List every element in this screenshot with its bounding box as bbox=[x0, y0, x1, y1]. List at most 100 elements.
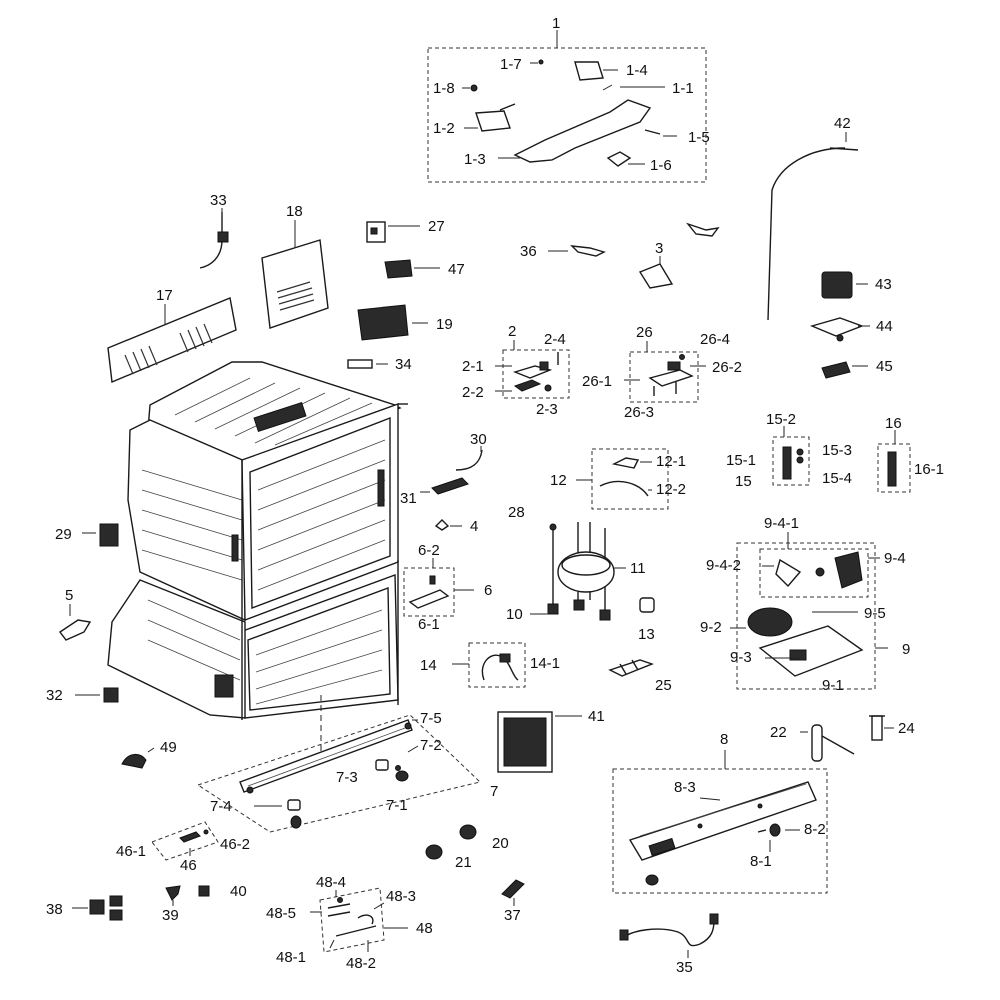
label-10: 10 bbox=[506, 606, 523, 623]
label-34: 34 bbox=[395, 356, 412, 373]
part-32 bbox=[103, 687, 119, 703]
label-7-1: 7-1 bbox=[386, 797, 408, 814]
label-26-2: 26-2 bbox=[712, 359, 742, 376]
label-9-1: 9-1 bbox=[822, 677, 844, 694]
group-1-box bbox=[427, 47, 707, 183]
part-34 bbox=[347, 359, 373, 369]
part-26-assembly bbox=[648, 354, 694, 396]
label-12-1: 12-1 bbox=[656, 453, 686, 470]
group-48-box bbox=[319, 887, 385, 953]
label-8-3: 8-3 bbox=[674, 779, 696, 796]
label-6-1: 6-1 bbox=[418, 616, 440, 633]
part-2-assembly bbox=[512, 352, 559, 392]
label-43: 43 bbox=[875, 276, 892, 293]
label-30: 30 bbox=[470, 431, 487, 448]
label-8-2: 8-2 bbox=[804, 821, 826, 838]
part-16-cartridge bbox=[887, 451, 897, 487]
part-7-1 bbox=[395, 770, 409, 782]
label-38: 38 bbox=[46, 901, 63, 918]
part-49 bbox=[121, 754, 147, 769]
label-1-3: 1-3 bbox=[464, 151, 486, 168]
label-15-2: 15-2 bbox=[766, 411, 796, 428]
label-26-1: 26-1 bbox=[582, 373, 612, 390]
label-31: 31 bbox=[400, 490, 417, 507]
group-14-box bbox=[468, 642, 526, 688]
part-7-3 bbox=[375, 759, 389, 771]
part-13 bbox=[639, 597, 655, 613]
part-7-5-rail bbox=[239, 719, 413, 794]
part-8-3-plate bbox=[628, 781, 817, 861]
label-2-2: 2-2 bbox=[462, 384, 484, 401]
label-16: 16 bbox=[885, 415, 902, 432]
group-6-box bbox=[403, 567, 455, 617]
label-48-5: 48-5 bbox=[266, 905, 296, 922]
part-39 bbox=[165, 885, 181, 901]
part-24 bbox=[871, 715, 883, 741]
part-45 bbox=[821, 361, 851, 379]
label-48-4: 48-4 bbox=[316, 874, 346, 891]
label-1-2: 1-2 bbox=[433, 120, 455, 137]
label-9-4-1: 9-4-1 bbox=[764, 515, 799, 532]
label-15-1: 15-1 bbox=[726, 452, 756, 469]
label-46-1: 46-1 bbox=[116, 843, 146, 860]
label-46-2: 46-2 bbox=[220, 836, 250, 853]
label-1: 1 bbox=[552, 15, 560, 32]
label-15: 15 bbox=[735, 473, 752, 490]
label-29: 29 bbox=[55, 526, 72, 543]
label-21: 21 bbox=[455, 854, 472, 871]
label-7-2: 7-2 bbox=[420, 737, 442, 754]
part-18-panel bbox=[261, 239, 329, 329]
label-8: 8 bbox=[720, 731, 728, 748]
group-2-box bbox=[502, 349, 570, 399]
part-47 bbox=[384, 259, 413, 279]
part-43 bbox=[821, 271, 853, 299]
label-48-1: 48-1 bbox=[276, 949, 306, 966]
label-16-1: 16-1 bbox=[914, 461, 944, 478]
refrigerator-cabinet bbox=[107, 361, 408, 720]
label-18: 18 bbox=[286, 203, 303, 220]
group-12-box bbox=[591, 448, 669, 510]
part-8-2 bbox=[769, 823, 781, 837]
label-3: 3 bbox=[655, 240, 663, 257]
label-9-2: 9-2 bbox=[700, 619, 722, 636]
part-12-2 bbox=[599, 480, 649, 497]
label-44: 44 bbox=[876, 318, 893, 335]
part-9-4-motor bbox=[775, 551, 863, 589]
label-9-3: 9-3 bbox=[730, 649, 752, 666]
label-8-1: 8-1 bbox=[750, 853, 772, 870]
part-3 bbox=[638, 263, 674, 289]
label-2-1: 2-1 bbox=[462, 358, 484, 375]
label-1-8: 1-8 bbox=[433, 80, 455, 97]
label-20: 20 bbox=[492, 835, 509, 852]
label-48: 48 bbox=[416, 920, 433, 937]
label-36: 36 bbox=[520, 243, 537, 260]
part-3-clip bbox=[685, 222, 720, 237]
part-29 bbox=[99, 523, 119, 547]
group-46-box bbox=[151, 821, 219, 861]
label-46: 46 bbox=[180, 857, 197, 874]
part-31 bbox=[431, 477, 469, 495]
label-12: 12 bbox=[550, 472, 567, 489]
part-9-2-fan bbox=[747, 607, 793, 637]
group-9-box bbox=[736, 542, 876, 690]
group-15-box bbox=[772, 436, 810, 486]
label-7-3: 7-3 bbox=[336, 769, 358, 786]
label-15-4: 15-4 bbox=[822, 470, 852, 487]
label-4: 4 bbox=[470, 518, 478, 535]
label-7-5: 7-5 bbox=[420, 710, 442, 727]
label-9-4-2: 9-4-2 bbox=[706, 557, 741, 574]
label-14-1: 14-1 bbox=[530, 655, 560, 672]
part-48-assembly bbox=[327, 897, 377, 937]
label-1-4: 1-4 bbox=[626, 62, 648, 79]
label-40: 40 bbox=[230, 883, 247, 900]
part-35-harness bbox=[623, 919, 715, 947]
callout-labels: 1 1-7 1-4 1-8 1-1 1-2 1-5 1-3 1-6 42 33 … bbox=[46, 15, 944, 976]
label-47: 47 bbox=[448, 261, 465, 278]
label-33: 33 bbox=[210, 192, 227, 209]
label-48-3: 48-3 bbox=[386, 888, 416, 905]
part-40 bbox=[198, 885, 210, 897]
label-2-4: 2-4 bbox=[544, 331, 566, 348]
label-45: 45 bbox=[876, 358, 893, 375]
part-44 bbox=[809, 317, 864, 337]
